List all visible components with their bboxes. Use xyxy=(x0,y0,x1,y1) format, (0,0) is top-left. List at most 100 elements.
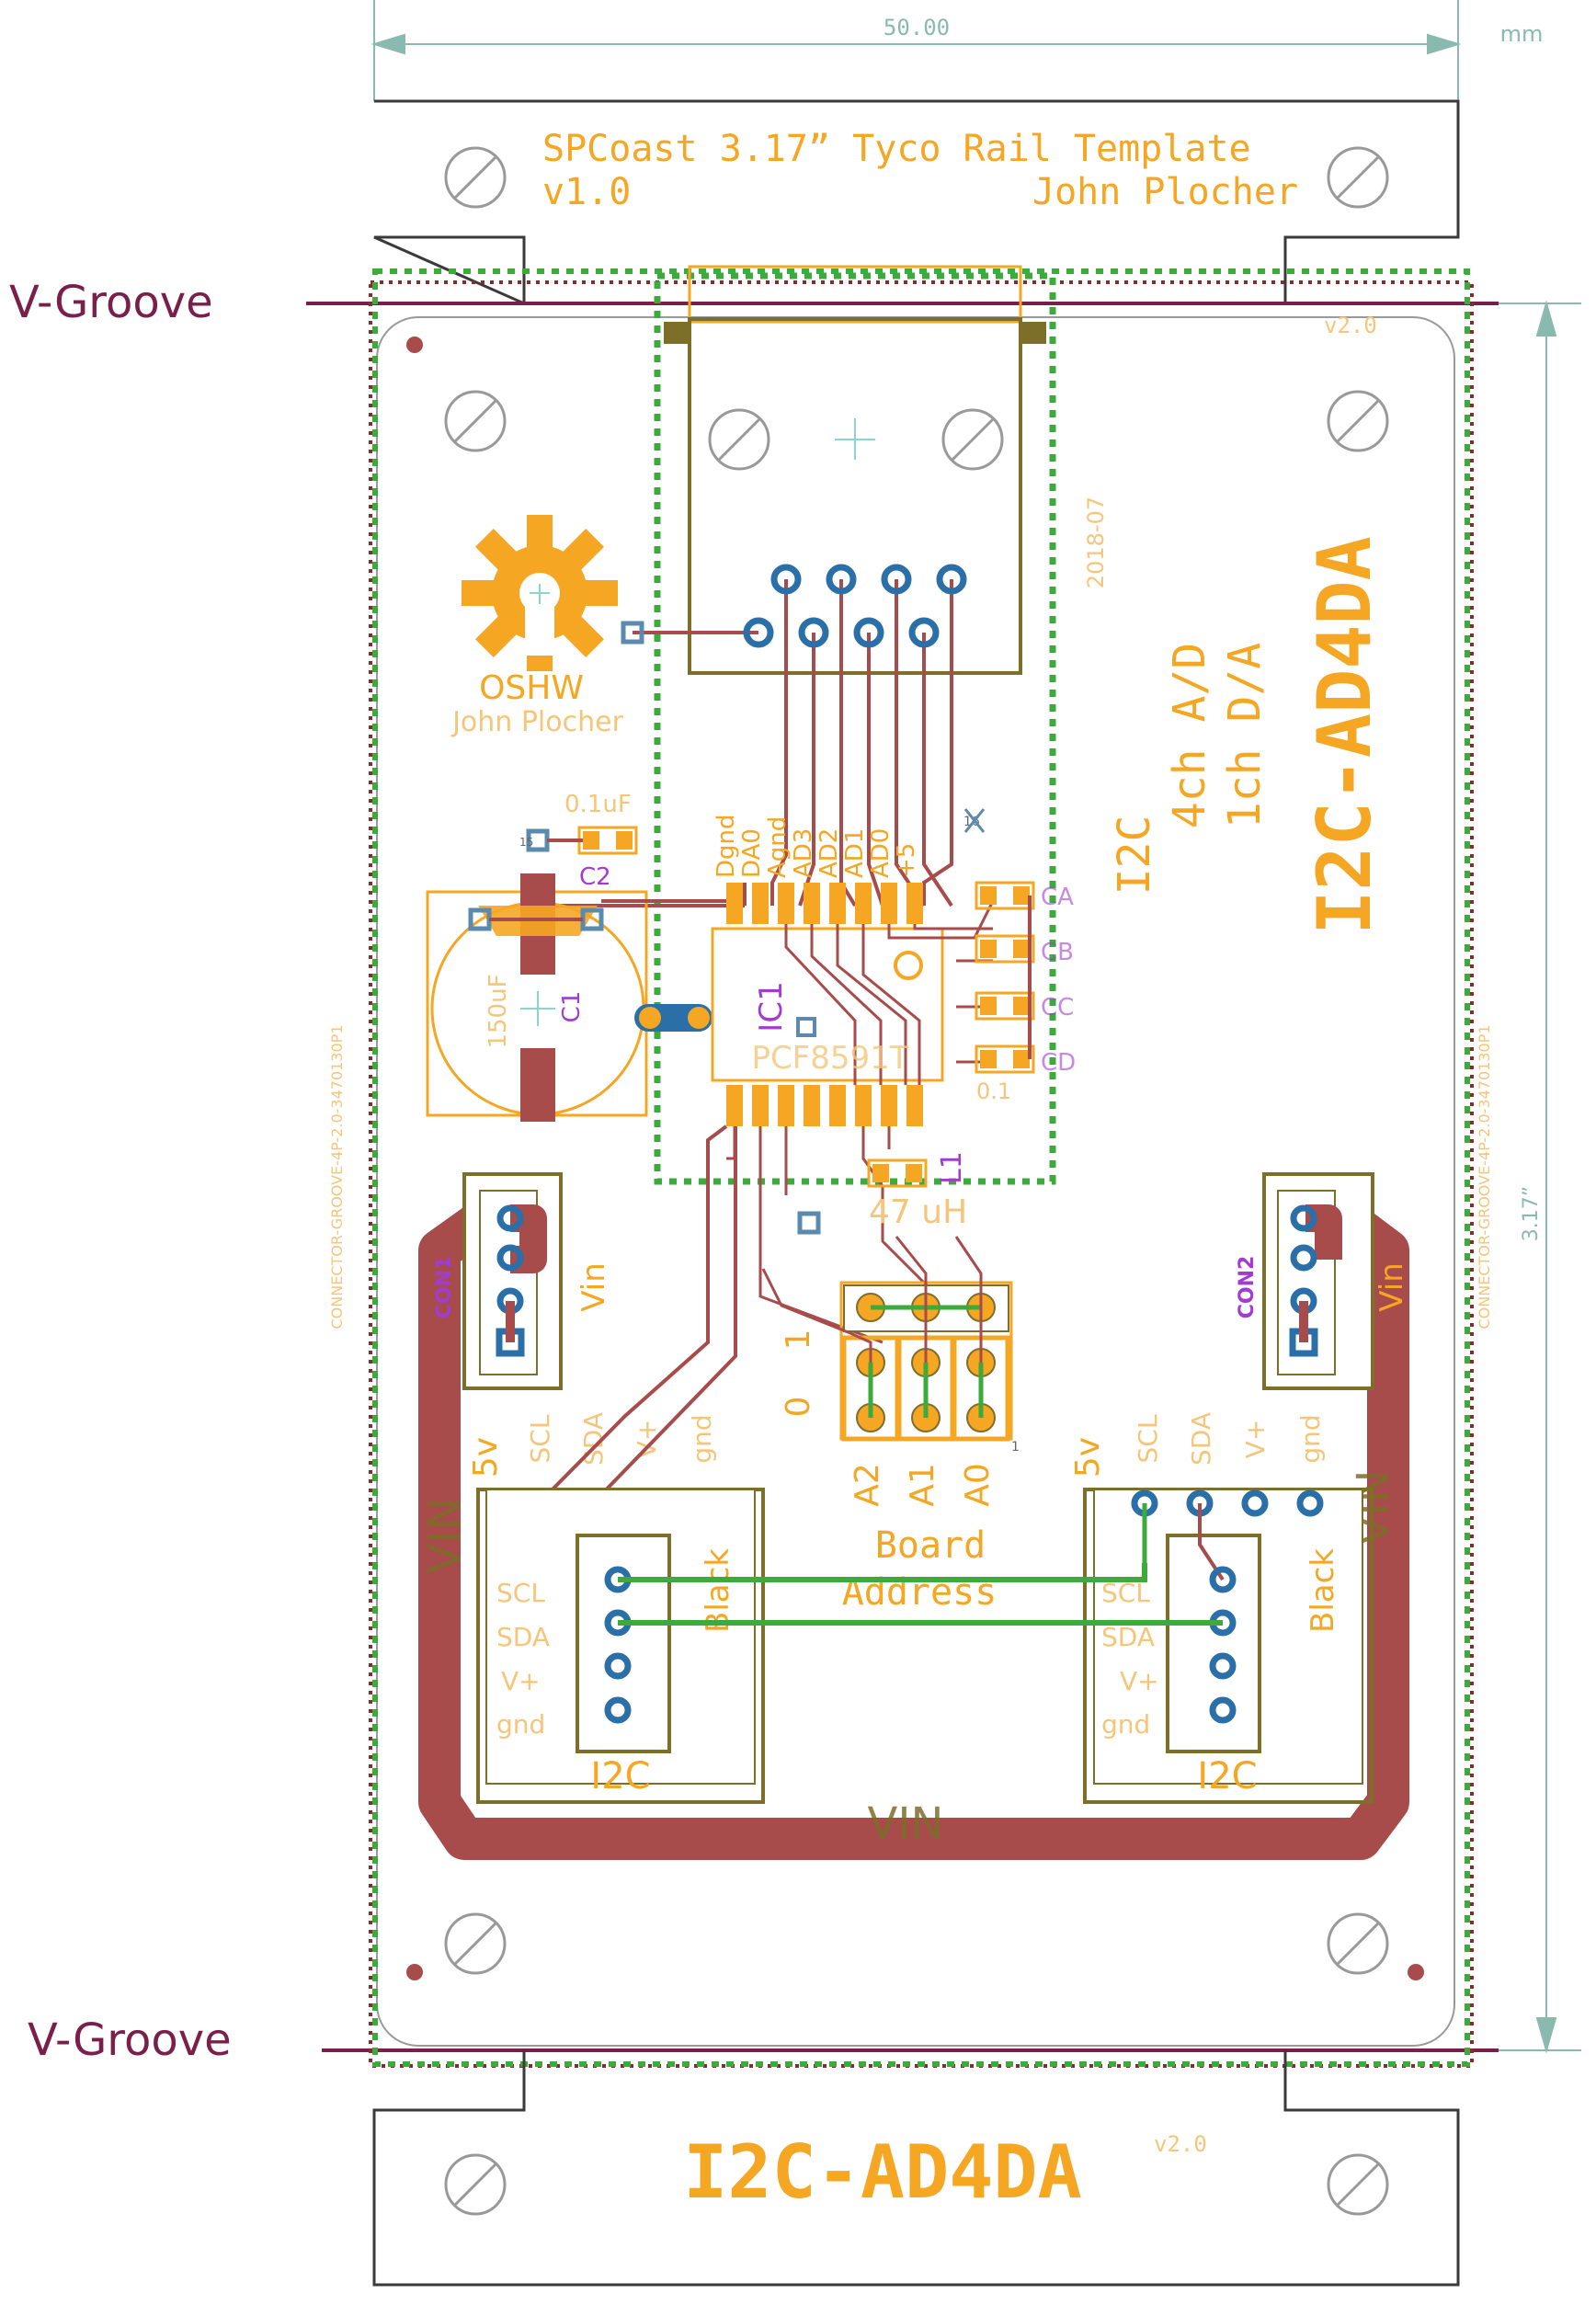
c1-ref: C1 xyxy=(558,991,586,1023)
c1-pad-bottom xyxy=(520,1048,555,1122)
template-version: v1.0 xyxy=(542,171,631,213)
con2-ref: CON2 xyxy=(1236,1256,1259,1319)
mount-hole-bottom-left xyxy=(444,2153,507,2216)
svg-text:gnd: gnd xyxy=(687,1414,717,1463)
svg-text:AD3: AD3 xyxy=(790,828,817,878)
svg-text:4ch A/D: 4ch A/D xyxy=(1164,643,1215,828)
board-description: I2C 4ch A/D 1ch D/A xyxy=(1109,643,1271,896)
address-zero: 0 xyxy=(780,1397,817,1418)
mount-hole-module-l xyxy=(708,408,770,471)
vin-label-left: VIN xyxy=(419,1498,471,1574)
svg-text:CD: CD xyxy=(1041,1049,1076,1077)
mount-hole-board-br xyxy=(1327,1912,1389,1975)
svg-text:+5: +5 xyxy=(893,843,920,878)
chip-outline xyxy=(711,927,944,1082)
chip-part: PCF8591T xyxy=(751,1040,908,1077)
i2c-left-label: I2C xyxy=(590,1755,650,1797)
dimension-width xyxy=(370,0,1462,101)
template-author: John Plocher xyxy=(1032,171,1298,213)
module-pins-row1 xyxy=(770,564,967,595)
c2-ref: C2 xyxy=(579,863,611,891)
i2c-bus-traces xyxy=(618,1563,1223,1626)
fiducial-bottom-right xyxy=(1408,1964,1424,1980)
address-small-one: 1 xyxy=(1011,1440,1020,1455)
chip-pins-top xyxy=(726,883,923,924)
l1-pad-right xyxy=(906,1164,922,1182)
chip-pins-bottom xyxy=(726,1085,923,1126)
svg-text:gnd: gnd xyxy=(1295,1414,1326,1463)
svg-text:AD2: AD2 xyxy=(815,828,843,878)
mount-hole-top-left xyxy=(444,146,507,209)
board-version-top: v2.0 xyxy=(1324,313,1377,338)
i2c-right-label: I2C xyxy=(1197,1755,1257,1797)
c2-value: 0.1uF xyxy=(564,791,632,818)
oshw-label: OSHW xyxy=(479,669,584,707)
con1-vin: Vin xyxy=(576,1262,612,1312)
vin-label-bottom: VIN xyxy=(868,1798,944,1850)
svg-text:SDA: SDA xyxy=(1101,1622,1155,1652)
unit-label: mm xyxy=(1500,21,1544,47)
l1-via xyxy=(797,1211,821,1235)
c1-value: 150uF xyxy=(484,974,512,1048)
mount-hole-top-right xyxy=(1327,146,1389,209)
con2-inner xyxy=(1277,1190,1336,1375)
pad-id-label: 15 xyxy=(519,836,533,849)
svg-text:AD1: AD1 xyxy=(841,828,869,878)
chip-corner-pad xyxy=(963,808,986,833)
test-pads xyxy=(975,881,1035,1074)
con1-ref: CON1 xyxy=(433,1256,456,1319)
svg-text:SCL: SCL xyxy=(1101,1578,1150,1608)
con1-inner xyxy=(479,1190,538,1375)
address-one: 1 xyxy=(780,1329,817,1351)
module-square-pad xyxy=(621,621,644,645)
chip-pin-labels: Dgnd DA0 Agnd AD3 AD2 AD1 AD0 +5 xyxy=(712,814,920,878)
i2c-left-header-labels: 5v SCL SDA V+ gnd xyxy=(467,1412,717,1478)
svg-text:gnd: gnd xyxy=(1101,1709,1150,1740)
svg-text:I2C: I2C xyxy=(1109,816,1160,896)
i2c-left-black: Black xyxy=(700,1548,736,1633)
oshw-gear-icon xyxy=(462,515,618,671)
svg-text:SCL: SCL xyxy=(525,1414,555,1463)
mount-hole-bottom-right xyxy=(1327,2153,1389,2216)
module-keepout xyxy=(654,272,1056,1185)
svg-text:V+: V+ xyxy=(1120,1666,1159,1696)
board-version-bottom: v2.0 xyxy=(1154,2131,1207,2157)
svg-text:Dgnd: Dgnd xyxy=(712,814,740,878)
svg-text:DA0: DA0 xyxy=(738,828,766,878)
test-pad-labels: CA CB CC CD xyxy=(1041,884,1076,1077)
fiducial-bottom-left xyxy=(406,1964,423,1980)
connector-side-text-left: CONNECTOR-GROOVE-4P-2.0-3470130P1 xyxy=(328,1025,346,1329)
oshw-author: John Plocher xyxy=(450,706,624,738)
i2c-right-black: Black xyxy=(1305,1548,1341,1633)
height-dimension-label: 3.17” xyxy=(1520,1186,1543,1241)
i2c-left-row-labels: SCL SDA V+ gnd xyxy=(496,1578,550,1740)
vgroove-bottom-label: V-Groove xyxy=(28,2014,232,2066)
con2-vin: Vin xyxy=(1374,1262,1410,1312)
i2c-right-row-labels: SCL SDA V+ gnd xyxy=(1101,1578,1159,1740)
bottom-template-tab xyxy=(372,2050,1460,2287)
module-top-silk xyxy=(688,265,1022,324)
l1-value: 47 uH xyxy=(869,1193,967,1231)
c2-pad-left xyxy=(583,831,599,850)
module-corner-left xyxy=(664,322,690,344)
i2c-right-red-trace xyxy=(1198,1503,1225,1581)
svg-text:1ch D/A: 1ch D/A xyxy=(1219,643,1271,828)
svg-text:CA: CA xyxy=(1041,884,1074,911)
mount-hole-board-tl xyxy=(444,390,507,452)
module-body xyxy=(688,317,1022,675)
chip-center-pad xyxy=(796,1017,816,1037)
c1-center-mark xyxy=(520,991,555,1026)
svg-text:AD0: AD0 xyxy=(867,828,895,878)
width-dimension-label: 50.00 xyxy=(884,15,950,40)
svg-text:A1: A1 xyxy=(904,1463,941,1507)
vgroove-top-label: V-Groove xyxy=(9,277,213,328)
mount-hole-module-r xyxy=(941,408,1004,471)
module-center-mark xyxy=(835,418,875,460)
svg-text:gnd: gnd xyxy=(496,1709,545,1740)
svg-text:SDA: SDA xyxy=(496,1622,550,1652)
l1-body xyxy=(867,1158,928,1188)
jumper-pad-right xyxy=(688,1007,710,1029)
svg-text:CC: CC xyxy=(1041,994,1074,1021)
